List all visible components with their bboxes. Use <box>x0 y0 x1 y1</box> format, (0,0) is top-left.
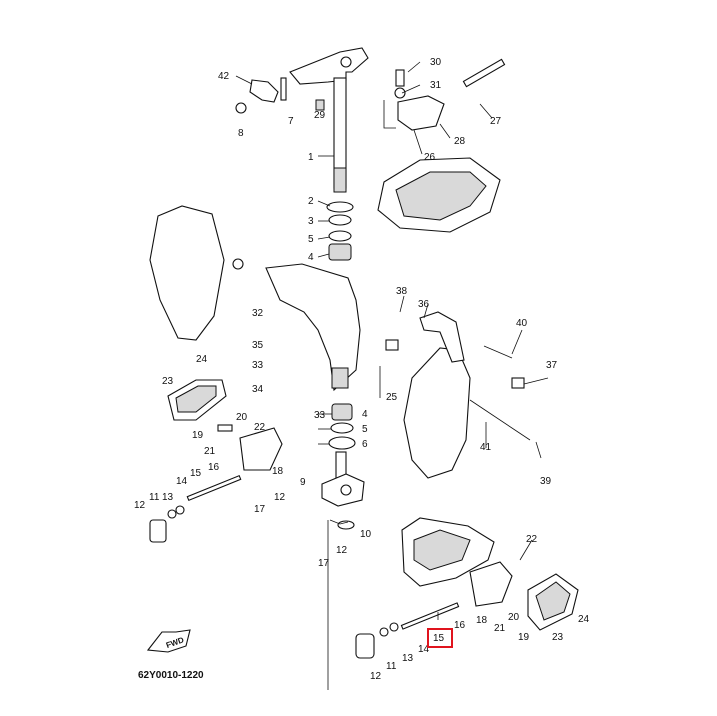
mount-cover-left <box>167 379 227 421</box>
callout-22: 22 <box>526 534 538 545</box>
callout-11: 11 <box>149 492 160 503</box>
callout-3: 3 <box>308 216 314 227</box>
callout-1: 1 <box>308 152 314 163</box>
callout-40: 40 <box>516 318 528 329</box>
callout-18: 18 <box>476 615 488 626</box>
clamp-bracket-right <box>385 311 531 479</box>
callout-21: 21 <box>494 623 506 634</box>
callout-33: 33 <box>252 360 264 371</box>
callout-19: 19 <box>518 632 530 643</box>
callout-12: 12 <box>370 671 382 682</box>
diagram-code: 62Y0010-1220 <box>138 670 204 681</box>
steering-shaft <box>289 47 369 193</box>
callout-35: 35 <box>252 340 264 351</box>
callout-32: 32 <box>252 308 264 319</box>
callout-31: 31 <box>430 80 442 91</box>
callout-29: 29 <box>314 110 326 121</box>
swivel-bracket <box>149 205 361 392</box>
callout-6: 6 <box>362 439 368 450</box>
lower-mount-right <box>469 561 579 631</box>
callout-12: 12 <box>134 500 146 511</box>
callout-4: 4 <box>362 409 368 420</box>
through-bolt-left <box>149 474 242 543</box>
callout-20: 20 <box>508 612 520 623</box>
callout-38: 38 <box>396 286 408 297</box>
callout-22: 22 <box>254 422 266 433</box>
callout-15: 15 <box>190 468 202 479</box>
callout-7: 7 <box>288 116 294 127</box>
callout-13: 13 <box>402 653 414 664</box>
callout-16: 16 <box>454 620 466 631</box>
callout-8: 8 <box>238 128 244 139</box>
callout-5: 5 <box>308 234 314 245</box>
callout-9: 9 <box>300 477 306 488</box>
callout-4: 4 <box>308 252 314 263</box>
fwd-arrow-icon <box>146 629 191 653</box>
callout-11: 11 <box>386 661 397 672</box>
callout-36: 36 <box>418 299 430 310</box>
lower-mount-left <box>217 424 283 471</box>
callout-42: 42 <box>218 71 230 82</box>
callout-24: 24 <box>196 354 208 365</box>
callout-5: 5 <box>362 424 368 435</box>
callout-33: 33 <box>314 410 326 421</box>
callout-2: 2 <box>308 196 314 207</box>
callout-24: 24 <box>578 614 590 625</box>
callout-17: 17 <box>318 558 330 569</box>
callout-14: 14 <box>418 644 430 655</box>
upper-mount-housing <box>377 58 506 233</box>
callout-15: 15 <box>433 633 445 644</box>
callout-41: 41 <box>480 442 492 453</box>
callout-28: 28 <box>454 136 466 147</box>
callout-19: 19 <box>192 430 204 441</box>
callout-labels: 1 2 3 4 4 5 5 6 7 8 9 10 11 11 12 12 12 … <box>134 57 590 682</box>
callout-37: 37 <box>546 360 558 371</box>
lower-case <box>401 517 495 587</box>
leader-lines <box>235 61 549 690</box>
callout-17: 17 <box>254 504 266 515</box>
callout-20: 20 <box>236 412 248 423</box>
through-bolt-right <box>355 602 460 659</box>
callout-26: 26 <box>424 152 436 163</box>
highlight-box-15 <box>427 628 453 648</box>
callout-18: 18 <box>272 466 284 477</box>
bracket-42 <box>235 77 325 114</box>
callout-30: 30 <box>430 57 442 68</box>
callout-25: 25 <box>386 392 398 403</box>
callout-16: 16 <box>208 462 220 473</box>
callout-23: 23 <box>552 632 564 643</box>
callout-21: 21 <box>204 446 216 457</box>
callout-12: 12 <box>274 492 286 503</box>
callout-12: 12 <box>336 545 348 556</box>
callout-14: 14 <box>176 476 188 487</box>
upper-bushings <box>326 201 354 261</box>
callout-27: 27 <box>490 116 502 127</box>
lower-yoke <box>321 473 365 530</box>
callout-10: 10 <box>360 529 372 540</box>
callout-39: 39 <box>540 476 552 487</box>
callout-13: 13 <box>162 492 174 503</box>
callout-34: 34 <box>252 384 264 395</box>
callout-23: 23 <box>162 376 174 387</box>
lower-bushings <box>328 403 356 481</box>
